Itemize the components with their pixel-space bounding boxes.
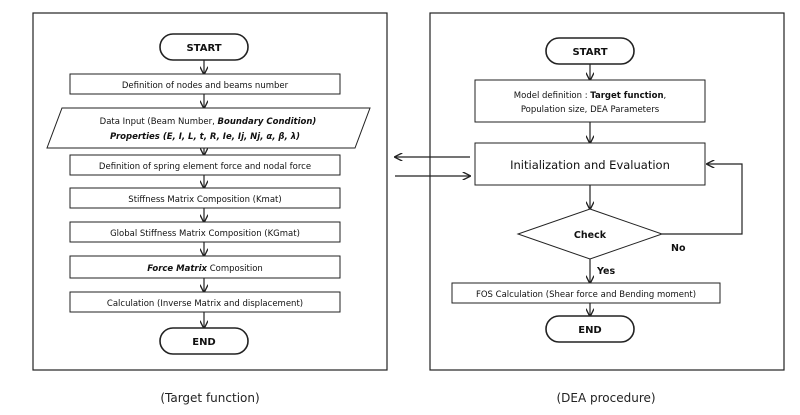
tf-step-global-stiffness-label: Global Stiffness Matrix Composition (KGm… [110,229,300,239]
tf-step-calculation [69,291,341,313]
tf-data-input-parallelogram [46,107,371,149]
tf-data-input-line2: Properties (E, I, L, t, R, Ie, Ij, Nj, α… [110,132,300,142]
dea-start-label: START [572,47,607,58]
dea-no-label: No [671,243,686,254]
dea-procedure-panel [429,12,785,371]
dea-end-label: END [578,325,602,336]
tf-step-stiffness-matrix-label: Stiffness Matrix Composition (Kmat) [128,195,281,205]
caption-target-function: (Target function) [160,391,259,405]
dea-initialization-evaluation-label: Initialization and Evaluation [510,158,670,172]
tf-end-terminal [159,327,249,355]
dea-model-definition-line2: Population size, DEA Parameters [521,105,660,115]
dea-check-label: Check [574,230,607,241]
dea-model-definition-line1: Model definition : Target function, [514,91,666,101]
caption-dea-procedure: (DEA procedure) [556,391,655,405]
tf-start-label: START [186,43,221,54]
tf-step-spring-force-label: Definition of spring element force and n… [99,162,311,172]
dea-no-loop-arrow [662,164,743,235]
dea-end-terminal [545,315,635,343]
dea-fos-calculation-label: FOS Calculation (Shear force and Bending… [476,290,696,300]
tf-step-stiffness-matrix [69,187,341,209]
tf-step-spring-force [69,154,341,176]
tf-end-label: END [192,337,216,348]
tf-step-nodes-beams [69,73,341,95]
dea-yes-label: Yes [596,266,615,277]
tf-step-force-matrix [69,255,341,279]
tf-step-global-stiffness [69,221,341,243]
tf-step-calculation-label: Calculation (Inverse Matrix and displace… [107,299,303,309]
target-function-panel [32,12,388,371]
tf-data-input-line1: Data Input (Beam Number, Boundary Condit… [100,117,317,127]
dea-fos-calculation [451,282,721,304]
dea-model-definition [474,79,706,123]
tf-step-force-matrix-label: Force Matrix Composition [147,264,263,274]
tf-step-nodes-beams-label: Definition of nodes and beams number [122,81,289,91]
